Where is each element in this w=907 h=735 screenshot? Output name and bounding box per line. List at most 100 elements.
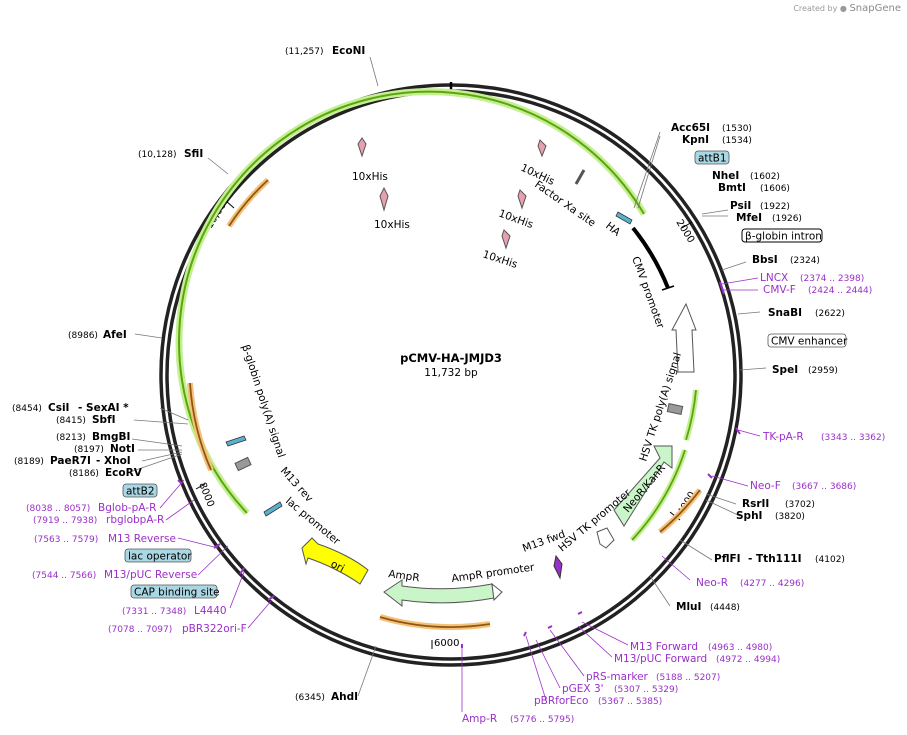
neokanr-arrow[interactable] [613,445,673,527]
hsv-tk-promoter-arrow[interactable] [596,527,615,549]
ampr-arrow[interactable] [383,579,495,608]
neof-name: Neo-F [750,480,781,492]
primer-labels[interactable]: LNCX (2374 .. 2398) CMV-F (2424 .. 2444)… [26,272,885,725]
psii-pos: (1922) [760,202,790,212]
ori-arrow[interactable] [301,537,369,585]
jmjd3-arc [175,88,648,516]
bbsi-name: BbsI [752,254,778,266]
l4440-name: L4440 [194,605,227,617]
m13rev-pos: (7563 .. 7579) [34,535,98,545]
afei-name: AfeI [103,329,127,341]
neor-name: Neo-R [696,577,728,589]
sphi-name: SphI [736,510,762,522]
snabi-name: SnaBI [768,307,802,319]
his-label-4: 10xHis [497,208,535,232]
lncx-name: LNCX [760,272,788,284]
pgex-name: pGEX 3' [562,683,604,695]
bglob-pos: (8038 .. 8057) [26,504,90,514]
spei-name: SpeI [772,364,798,376]
snapgene-watermark: Created by ● SnapGene [793,3,901,14]
sphi-pos: (3820) [775,512,805,522]
m13fwd-pos: (4963 .. 4980) [708,643,772,653]
rbglob-name: rbglobpA-R [106,514,164,526]
plasmid-name: pCMV-HA-JMJD3 [400,351,502,365]
snapgene-logo-icon: ● [839,4,847,13]
paer7i-pos: (8189) [14,457,44,467]
bbsi-pos: (2324) [790,256,820,266]
ampr-primer-pos: (5776 .. 5795) [510,715,574,725]
green-right-arcs [629,389,699,543]
bglobin-polya-label: β-globin poly(A) signal [239,343,287,459]
ampr-promoter-label: AmpR promoter [451,561,536,585]
boxed-labels: attB1 β-globin intron CMV enhancer attB2… [122,150,848,599]
m13fwd-name: M13 Forward [630,641,698,653]
mlui-pos: (4448) [710,603,740,613]
pbrfor-name: pBRforEco [534,695,588,707]
neof-pos: (3667 .. 3686) [792,482,856,492]
cmv-promoter-bar [631,226,675,291]
spei-pos: (2959) [808,366,838,376]
ecorv-pos: (8186) [69,469,99,479]
kpni-pos: (1534) [722,136,752,146]
nhei-pos: (1602) [750,172,780,182]
ahdi-pos: (6345) [295,693,325,703]
bmti-name: BmtI [718,182,746,194]
tick-2000: 2000 [673,218,696,245]
ori-label: ori [329,558,347,575]
paer7i-name: PaeR7I [50,455,91,467]
sbfi-pos: (8415) [56,416,86,426]
econi-name: EcoNI [332,45,365,57]
nhei-name: NheI [712,170,739,182]
m13pucrev-pos: (7544 .. 7566) [32,571,96,581]
his-label-5: 10xHis [481,248,519,270]
his-label-2: 10xHis [374,219,410,231]
primer-leader-lines [159,277,761,712]
snabi-pos: (2622) [815,309,845,319]
bmgbi-pos: (8213) [56,433,86,443]
csii-name: CsiI [48,402,69,414]
pflfi-name: PflFI [714,553,741,565]
noti-pos: (8197) [74,445,104,455]
sfii-pos: (10,128) [138,150,177,160]
cmvf-name: CMV-F [763,284,796,296]
mfei-pos: (1926) [772,214,802,224]
csii-pos: (8454) [12,404,42,414]
sfii-name: SfiI [184,148,203,160]
cmv-promoter-label: CMV promoter [629,255,666,331]
m13pucrev-name: M13/pUC Reverse [104,569,197,581]
psii-name: PsiI [730,200,751,212]
attb1-label: attB1 [698,153,727,165]
rsrii-name: RsrII [742,498,769,510]
his-label-1: 10xHis [352,171,388,183]
pbr322-pos: (7078 .. 7097) [108,625,172,635]
ahdi-name: AhdI [331,691,358,703]
xhoi-name: - XhoI [96,455,131,467]
tkpar-name: TK-pA-R [762,431,804,443]
attb2-label: attB2 [126,486,155,498]
pbrfor-pos: (5367 .. 5385) [598,697,662,707]
noti-name: NotI [110,443,135,455]
tth111i-pos: (4102) [815,555,845,565]
bglob-name: Bglob-pA-R [98,502,156,514]
rbglob-pos: (7919 .. 7938) [33,516,97,526]
bmti-pos: (1606) [760,184,790,194]
m13pucfwd-name: M13/pUC Forward [614,653,707,665]
sexai-name: - SexAI * [78,402,129,414]
ampr-promoter-arrow[interactable] [491,582,503,602]
tick-6000: 6000 [434,638,459,649]
pbr322-name: pBR322ori-F [182,623,247,635]
mfei-name: MfeI [736,212,762,224]
l4440-pos: (7331 .. 7348) [122,607,186,617]
cmv-enhancer-arrow[interactable] [671,302,697,373]
acc65i-pos: (1530) [722,124,752,134]
prs-pos: (5188 .. 5207) [656,673,720,683]
ecorv-name: EcoRV [105,467,143,479]
ha-label: HA [603,220,623,239]
plasmid-length: 11,732 bp [424,367,478,379]
kpni-name: KpnI [682,134,709,146]
econi-pos: (11,257) [285,47,324,57]
enzyme-labels[interactable]: (11,257) EcoNI (10,128) SfiI (8986) AfeI… [12,45,845,703]
watermark-prefix: Created by [793,4,838,13]
orange-arcs [187,177,703,631]
